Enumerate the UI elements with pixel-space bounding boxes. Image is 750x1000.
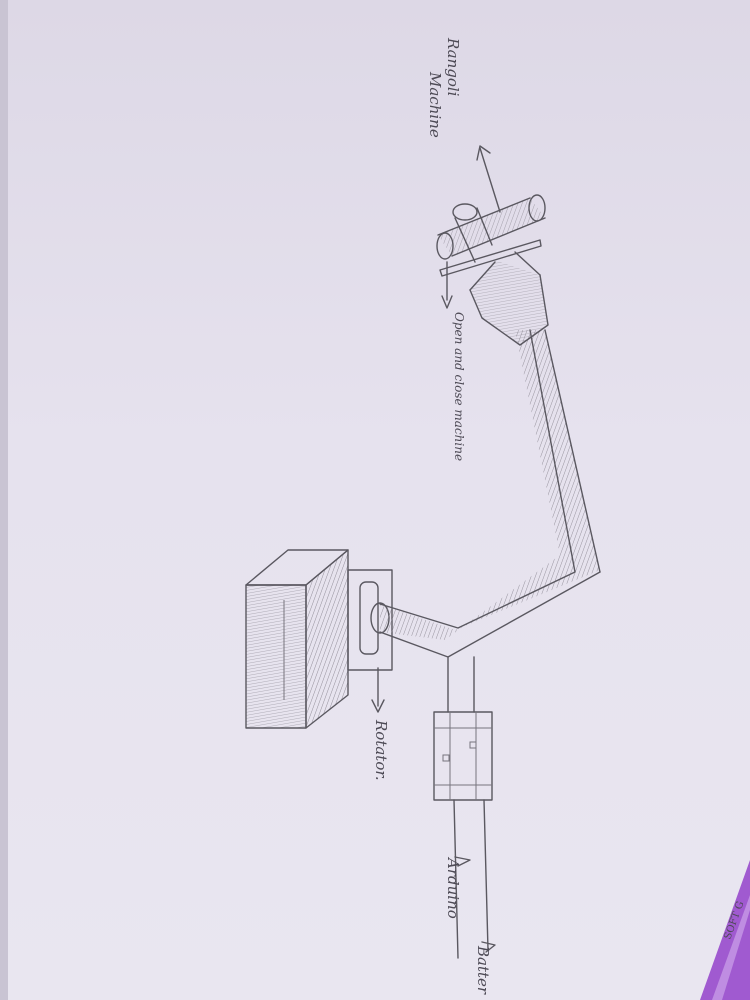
label-machine: Machine (426, 71, 444, 138)
arm-pipe (380, 330, 600, 657)
label-arduino: Arduino (444, 856, 462, 919)
label-battery: Batter (474, 945, 492, 995)
purple-pen: SOFT G (700, 860, 750, 1000)
funnel (470, 252, 548, 345)
cable-to-arduino (448, 657, 474, 712)
label-open-close: Open and close machine (452, 312, 466, 461)
label-rangoli: Rangoli (444, 37, 462, 97)
arduino-block (434, 712, 492, 800)
rotator-box (246, 550, 348, 728)
label-rotator: Rotator. (372, 719, 390, 781)
page-edge-shadow (0, 0, 8, 1000)
rotator-arrow (372, 668, 384, 712)
rangoli-arrow (477, 146, 500, 212)
